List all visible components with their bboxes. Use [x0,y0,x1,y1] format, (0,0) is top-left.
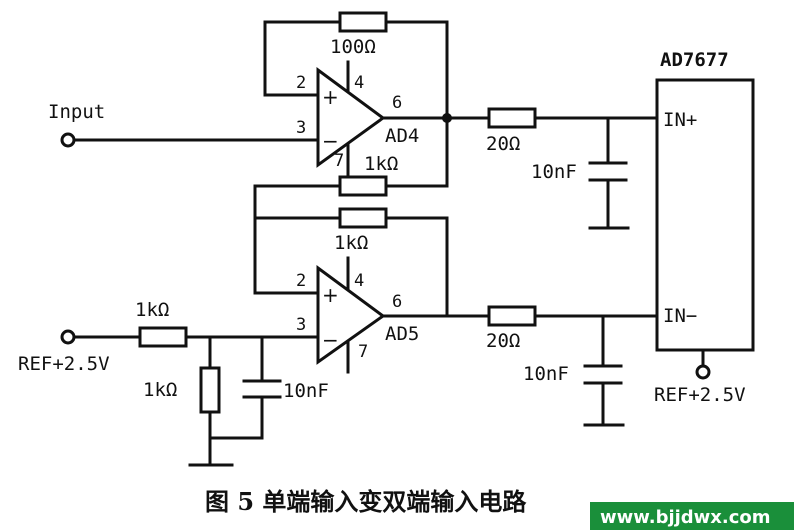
junction-dot [442,113,452,123]
wires [72,20,705,467]
ad5-minus-sign: − [322,328,339,352]
input-terminal [60,132,76,148]
label-20ohm-top: 20Ω [486,133,520,155]
capacitor-top [588,161,628,182]
resistor-fb-1k [338,207,388,229]
capacitor-bottom [583,364,623,385]
ref-label: REF+2.5V [18,353,110,375]
resistor-20ohm-top [487,107,537,129]
ref-terminal [60,329,76,345]
resistor-ref-1k [138,326,188,348]
ad5-pin-3: 3 [296,315,306,335]
ad5-pin-2: 2 [296,271,306,291]
label-100ohm: 100Ω [330,36,376,58]
ad4-pin-2: 2 [296,73,306,93]
chip-ref-label: REF+2.5V [654,384,746,406]
ad4-label: AD4 [385,125,419,147]
figure-caption: 图 5 单端输入变双端输入电路 [205,487,527,516]
label-10nf-top: 10nF [531,161,577,183]
ad5-pin-7: 7 [358,342,368,362]
adc-chip: AD7677 IN+ IN− REF+2.5V [654,49,755,406]
ad5-pin-6: 6 [392,292,402,312]
opamp-ad5: + − 2 3 4 7 6 AD5 [296,256,419,374]
ad5-plus-sign: + [322,283,339,307]
ad4-pin-7: 7 [334,151,344,171]
capacitor-divider [242,379,282,399]
opamp-ad4: + − 2 3 4 7 6 AD4 [296,60,419,177]
resistor-divider-1k [199,366,221,414]
label-fb-1k: 1kΩ [334,232,368,254]
chip-pin-in-plus: IN+ [663,109,697,131]
chip-pin-in-minus: IN− [663,305,697,327]
ad4-pin-6: 6 [392,93,402,113]
chip-name: AD7677 [660,49,729,71]
resistor-link-1k [338,175,388,197]
label-divider-10nf: 10nF [283,380,329,402]
label-divider-1k: 1kΩ [143,379,177,401]
ad4-minus-sign: − [322,129,339,153]
ad4-pin-3: 3 [296,118,306,138]
ad4-plus-sign: + [322,85,339,109]
watermark-text: www.bjjdwx.com [600,507,771,528]
label-link-1k: 1kΩ [364,153,398,175]
chip-ref-terminal [695,364,711,380]
resistor-100ohm [338,11,388,33]
ad5-pin-4: 4 [354,271,364,291]
ad4-pin-4: 4 [354,73,364,93]
ad5-label: AD5 [385,323,419,345]
label-ref-1k: 1kΩ [135,299,169,321]
input-label: Input [48,101,105,123]
watermark: www.bjjdwx.com [590,502,794,530]
resistor-20ohm-bottom [487,305,537,327]
label-20ohm-bottom: 20Ω [486,330,520,352]
label-10nf-bottom: 10nF [523,363,569,385]
